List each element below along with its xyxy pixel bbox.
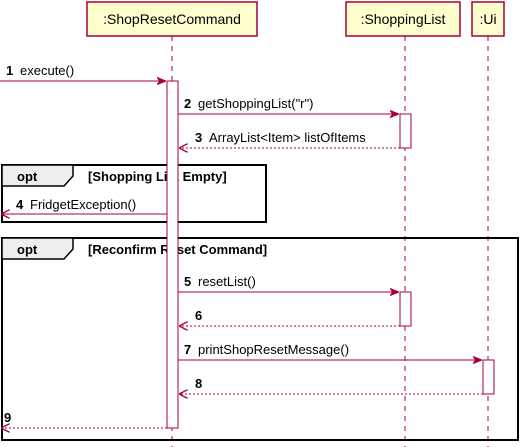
activation-shop-reset-command: [166, 80, 179, 429]
message-7: 7 printShopResetMessage(): [178, 342, 482, 360]
activation-shopping-list-1: [399, 113, 412, 149]
participant-ui: :Ui: [471, 1, 505, 37]
message-4: 4 FridgetException(): [1, 197, 167, 214]
message-number: 6: [195, 308, 202, 323]
participant-label: :ShoppingList: [361, 11, 446, 27]
participant-shop-reset-command: :ShopResetCommand: [86, 1, 258, 37]
message-number: 3: [195, 130, 202, 145]
message-label: execute(): [20, 63, 74, 78]
fragment-keyword: opt: [17, 169, 38, 184]
message-9: 9: [1, 410, 167, 428]
activation-shopping-list-2: [399, 291, 412, 327]
message-label: getShoppingList("r"): [198, 96, 313, 111]
fragment-guard: [Shopping List Empty]: [88, 169, 227, 184]
message-5: 5 resetList(): [178, 274, 399, 292]
message-label: printShopResetMessage(): [198, 342, 349, 357]
opt-fragment-shopping-list-empty: opt [Shopping List Empty]: [1, 164, 267, 223]
message-6: 6: [179, 308, 400, 326]
participant-label: :Ui: [479, 11, 496, 27]
message-label: ArrayList<Item> listOfItems: [209, 130, 366, 145]
message-number: 9: [4, 410, 11, 425]
message-number: 7: [184, 342, 191, 357]
message-number: 4: [16, 197, 24, 212]
participant-label: :ShopResetCommand: [103, 11, 241, 27]
message-number: 2: [184, 96, 191, 111]
message-1: 1 execute(): [0, 63, 166, 81]
participant-shopping-list: :ShoppingList: [345, 1, 461, 37]
opt-fragment-reconfirm-reset: opt [Reconfirm Reset Command]: [1, 237, 519, 441]
message-number: 8: [195, 376, 202, 391]
message-2: 2 getShoppingList("r"): [178, 96, 399, 114]
message-label: FridgetException(): [30, 197, 136, 212]
activation-ui: [482, 359, 495, 395]
message-8: 8: [179, 376, 483, 394]
message-number: 1: [6, 63, 13, 78]
message-label: resetList(): [198, 274, 256, 289]
message-3: 3 ArrayList<Item> listOfItems: [179, 130, 400, 148]
fragment-keyword: opt: [17, 242, 38, 257]
message-number: 5: [184, 274, 191, 289]
